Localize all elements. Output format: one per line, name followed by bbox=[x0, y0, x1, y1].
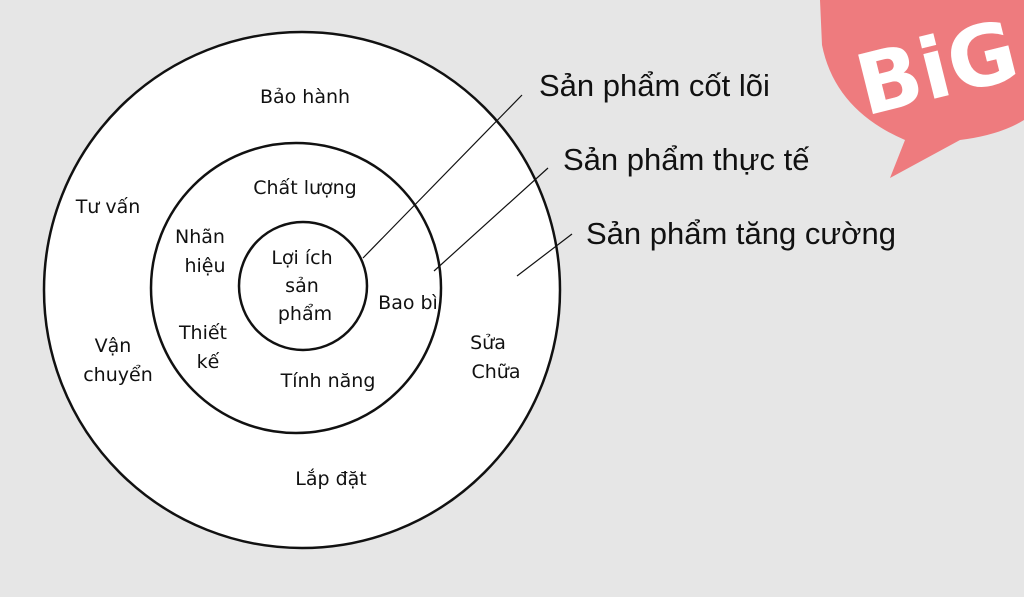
logo-speech-bubble bbox=[820, 0, 1024, 178]
actual-product-callout: Sản phẩm thực tế bbox=[563, 142, 810, 177]
features-label: Tính năng bbox=[280, 370, 376, 392]
augmented-callout-line bbox=[516, 233, 573, 277]
actual-callout-line bbox=[433, 167, 549, 272]
repair-label: Sửa Chữa bbox=[470, 332, 520, 383]
brand-label: Nhãn hiệu bbox=[175, 226, 231, 277]
augmented-product-callout: Sản phẩm tăng cường bbox=[586, 216, 896, 251]
shipping-label: Vận chuyển bbox=[83, 335, 153, 386]
packaging-label: Bao bì bbox=[378, 292, 438, 314]
core-product-ring bbox=[237, 220, 369, 352]
consulting-label: Tư vấn bbox=[75, 196, 141, 218]
core-product-callout: Sản phẩm cốt lõi bbox=[539, 68, 770, 103]
quality-label: Chất lượng bbox=[253, 177, 357, 199]
big-logo: BiG bbox=[820, 0, 1024, 178]
installation-label: Lắp đặt bbox=[295, 467, 366, 490]
core-benefit-label: Lợi ích sản phẩm bbox=[271, 247, 338, 325]
design-label: Thiết kế bbox=[178, 322, 233, 373]
warranty-label: Bảo hành bbox=[260, 86, 350, 108]
core-callout-line bbox=[362, 94, 523, 259]
